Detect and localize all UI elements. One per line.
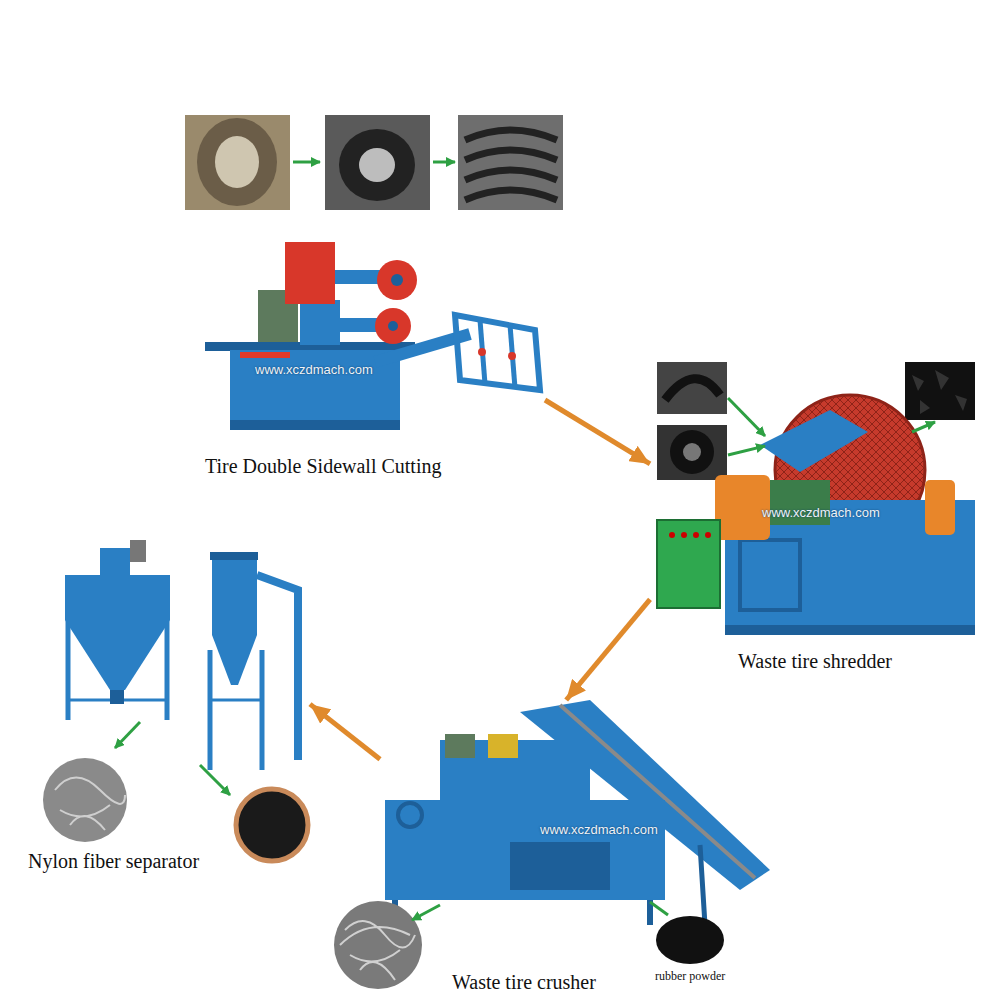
watermark: www.xczdmach.com bbox=[762, 505, 880, 520]
machine-stage: Waste tire crusher bbox=[380, 700, 760, 996]
watermark: www.xczdmach.com bbox=[255, 362, 373, 377]
output-label: rubber powder bbox=[655, 969, 725, 984]
tire-shredder bbox=[657, 362, 975, 635]
stage-caption: Nylon fiber separator bbox=[28, 850, 199, 875]
tire-crusher bbox=[334, 700, 770, 989]
stage-caption: Waste tire crusher bbox=[452, 971, 596, 996]
stage-caption: Tire Double Sidewall Cutting bbox=[205, 455, 441, 480]
tire-photos bbox=[185, 115, 563, 210]
fiber-separator bbox=[43, 540, 308, 861]
sidewall-cutter bbox=[205, 242, 540, 430]
stage-caption: Waste tire shredder bbox=[738, 650, 892, 675]
machine-stage: Tire Double Sidewall Cutting bbox=[200, 230, 545, 480]
flow-arrow bbox=[566, 599, 650, 700]
machine-stage: Nylon fiber separator bbox=[20, 540, 310, 875]
flow-arrow bbox=[310, 704, 380, 759]
watermark: www.xczdmach.com bbox=[540, 822, 658, 837]
flow-arrow bbox=[545, 400, 650, 464]
